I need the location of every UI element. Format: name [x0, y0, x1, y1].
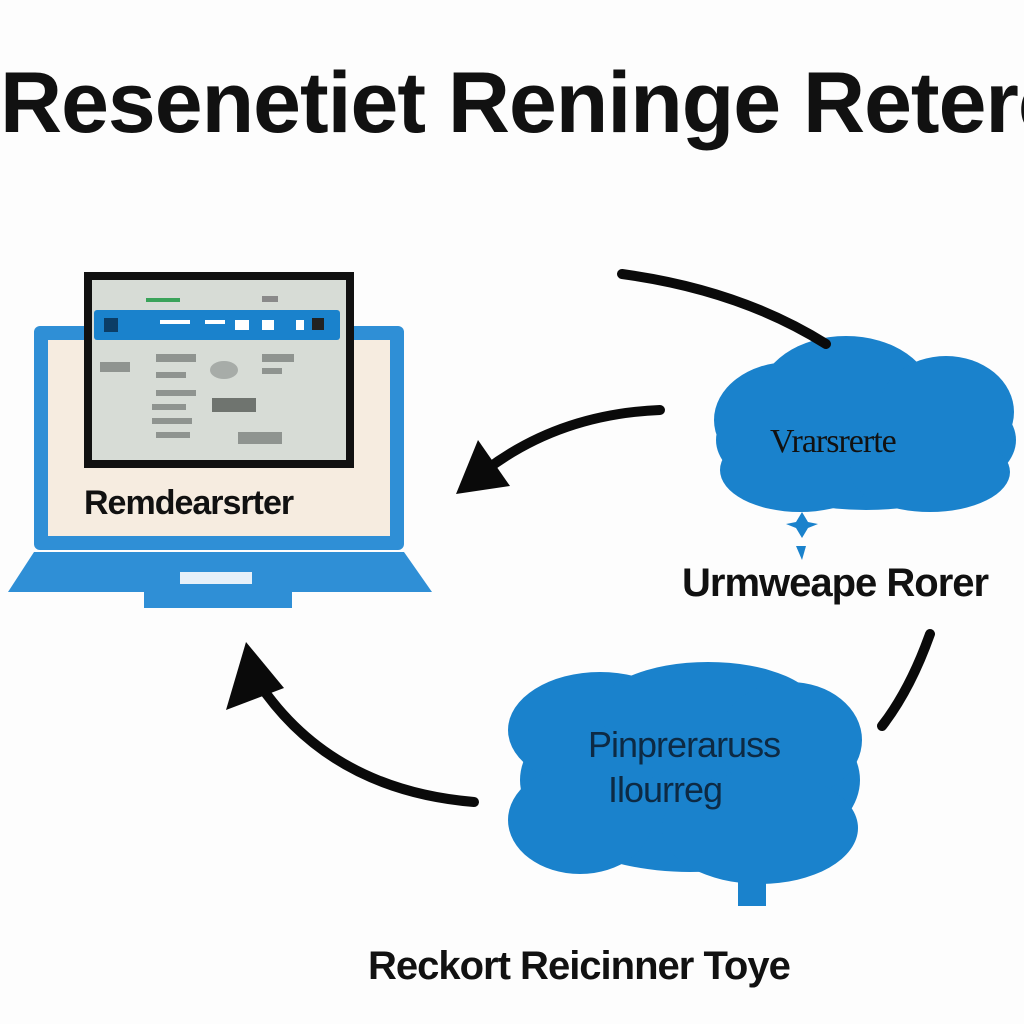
diagram-title: Resenetiet Reninge Reterc	[0, 55, 1024, 151]
arrow-top-curve	[617, 269, 831, 349]
laptop-caption: Remdearsrter	[84, 484, 294, 522]
arrow-to-laptop-shaft	[481, 405, 665, 475]
cloud-bottom-icon	[508, 662, 862, 884]
toolbar-mark-3	[205, 320, 225, 324]
toolbar-mark-7	[312, 318, 324, 330]
toolbar-mark-6	[296, 320, 304, 330]
mid-right-label: Urmweape Rorer	[682, 561, 989, 605]
app-window-icon	[84, 272, 354, 468]
titlebar-mark-2	[262, 296, 278, 302]
connector-dots	[786, 512, 818, 560]
arrow-bottom-left-head	[226, 642, 284, 710]
flow-arrows	[253, 269, 935, 807]
toolbar-mark-5	[262, 320, 274, 330]
laptop-touchpad	[180, 572, 252, 584]
laptop-stand	[144, 590, 292, 608]
cloud-bottom-label-line1: Pinpreraruss	[588, 724, 781, 765]
cloud-bottom-label-line2: Ilourreg	[608, 769, 723, 810]
arrow-right-curve	[877, 629, 935, 731]
window-content-lines	[100, 354, 294, 444]
arrow-to-laptop-head	[456, 440, 510, 494]
cloud-top-icon	[714, 336, 1016, 512]
toolbar-mark-2	[160, 320, 190, 324]
window-cloud-mark	[210, 361, 238, 379]
bottom-label: Reckort Reicinner Toye	[368, 944, 791, 988]
app-window-toolbar	[94, 310, 340, 340]
window-text-mark	[212, 398, 256, 412]
arrow-bottom-left-shaft	[253, 677, 479, 807]
toolbar-mark-4	[235, 320, 249, 330]
titlebar-mark-1	[146, 298, 180, 302]
cloud-top-label: Vrarsrerte	[770, 423, 897, 460]
toolbar-mark-1	[104, 318, 118, 332]
bottom-connector-square	[738, 880, 766, 906]
